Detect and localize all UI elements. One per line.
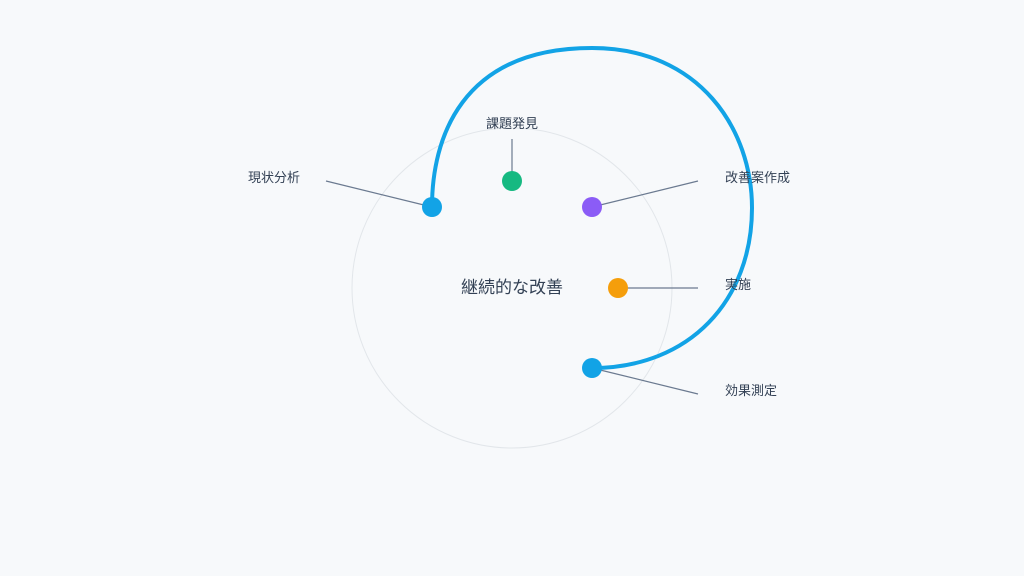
label-plan-creation: 改善案作成 — [725, 170, 790, 186]
node-issue-discovery[interactable] — [502, 171, 522, 191]
label-implementation: 実施 — [725, 277, 751, 293]
label-current-analysis: 現状分析 — [248, 171, 300, 186]
leader-line-current-analysis — [325, 180, 433, 208]
leader-line-effect-measurement — [591, 367, 699, 395]
label-issue-discovery: 課題発見 — [486, 116, 538, 132]
node-effect-measurement[interactable] — [582, 358, 602, 378]
cycle-arc — [430, 45, 755, 370]
node-plan-creation[interactable] — [582, 197, 602, 217]
node-implementation[interactable] — [608, 278, 628, 298]
label-effect-measurement: 効果測定 — [725, 384, 777, 399]
leader-line-plan-creation — [591, 180, 699, 208]
center-label: 継続的な改善 — [461, 278, 563, 298]
node-current-analysis[interactable] — [422, 197, 442, 217]
